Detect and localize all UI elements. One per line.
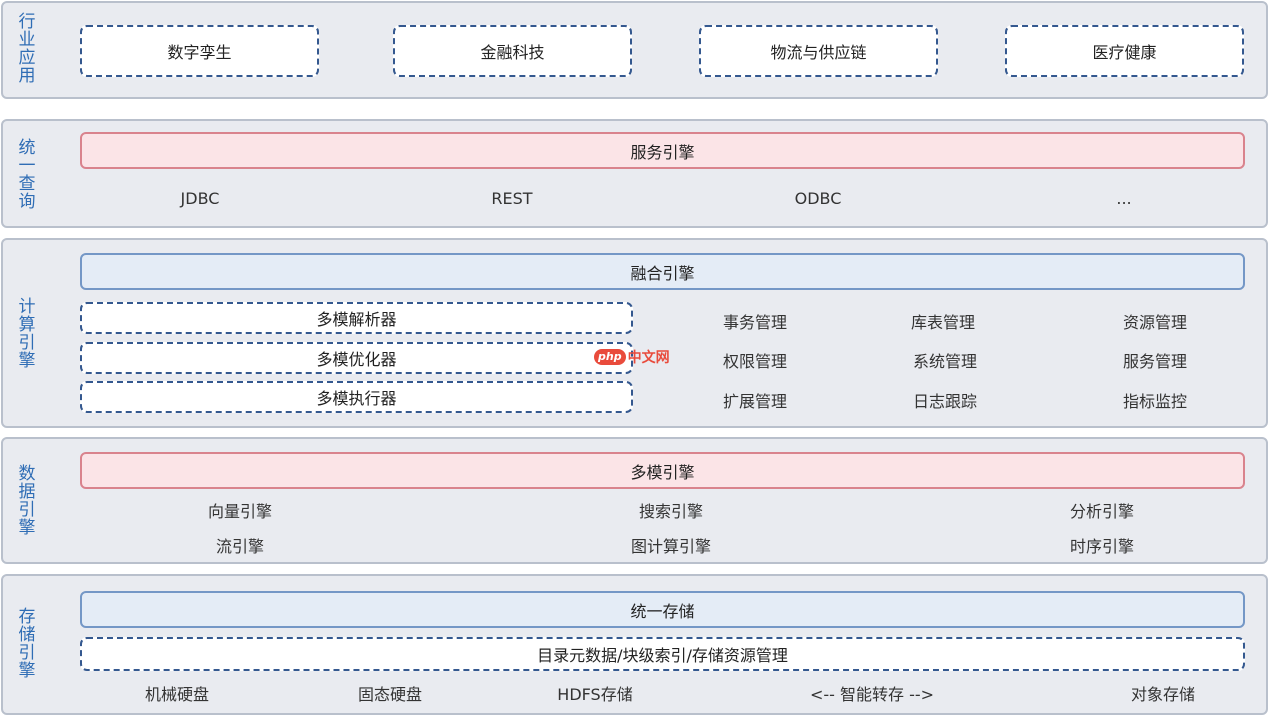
mgmt-log-trace: 日志跟踪: [912, 392, 978, 411]
app-box-healthcare: 医疗健康: [1005, 25, 1244, 77]
app-box-logistics: 物流与供应链: [699, 25, 938, 77]
layer-storage-engine: 存储引擎 统一存储 目录元数据/块级索引/存储资源管理 机械硬盘 固态硬盘 HD…: [1, 574, 1268, 715]
mgmt-extension: 扩展管理: [722, 392, 788, 411]
storage-object: 对象存储: [1130, 685, 1196, 704]
module-parser: 多模解析器: [80, 302, 633, 334]
layer-data-engine: 数据引擎 多模引擎 向量引擎 搜索引擎 分析引擎 流引擎 图计算引擎 时序引擎: [1, 437, 1268, 564]
mgmt-metrics: 指标监控: [1122, 392, 1188, 411]
query-item-more: ...: [1116, 189, 1132, 208]
fusion-engine-bar: 融合引擎: [80, 253, 1245, 290]
layer-title: 计算引擎: [18, 297, 36, 371]
multimodel-engine-bar: 多模引擎: [80, 452, 1245, 489]
layer-title: 数据引擎: [18, 464, 36, 538]
query-item-odbc: ODBC: [794, 189, 842, 208]
watermark-logo: php 中文网: [594, 347, 670, 367]
catalog-index-bar: 目录元数据/块级索引/存储资源管理: [80, 637, 1245, 671]
query-item-rest: REST: [491, 189, 533, 208]
layer-title: 统一查询: [18, 138, 36, 212]
unified-storage-bar: 统一存储: [80, 591, 1245, 628]
engine-analytics: 分析引擎: [1069, 502, 1135, 521]
module-optimizer: 多模优化器: [80, 342, 633, 374]
mgmt-system: 系统管理: [912, 352, 978, 371]
app-box-fintech: 金融科技: [393, 25, 632, 77]
storage-hdfs: HDFS存储: [557, 685, 633, 704]
query-item-jdbc: JDBC: [180, 189, 220, 208]
storage-smart-tiering: <-- 智能转存 -->: [809, 685, 935, 704]
layer-title: 存储引擎: [18, 607, 36, 681]
watermark-text: 中文网: [627, 350, 670, 366]
layer-unified-query: 统一查询 服务引擎 JDBC REST ODBC ...: [1, 119, 1268, 228]
mgmt-transaction: 事务管理: [722, 313, 788, 332]
engine-stream: 流引擎: [215, 537, 265, 556]
engine-timeseries: 时序引擎: [1069, 537, 1135, 556]
storage-ssd: 固态硬盘: [357, 685, 423, 704]
engine-vector: 向量引擎: [207, 502, 273, 521]
engine-graph: 图计算引擎: [630, 537, 712, 556]
service-engine-bar: 服务引擎: [80, 132, 1245, 169]
storage-hdd: 机械硬盘: [144, 685, 210, 704]
layer-title: 行业应用: [18, 12, 36, 86]
engine-search: 搜索引擎: [638, 502, 704, 521]
mgmt-resource: 资源管理: [1122, 313, 1188, 332]
mgmt-table: 库表管理: [910, 313, 976, 332]
watermark-brand: php: [594, 349, 626, 365]
module-executor: 多模执行器: [80, 381, 633, 413]
mgmt-service: 服务管理: [1122, 352, 1188, 371]
mgmt-permission: 权限管理: [722, 352, 788, 371]
layer-compute-engine: 计算引擎 融合引擎 多模解析器 多模优化器 多模执行器 事务管理 库表管理 资源…: [1, 238, 1268, 428]
app-box-digital-twin: 数字孪生: [80, 25, 319, 77]
layer-industry-apps: 行业应用 数字孪生 金融科技 物流与供应链 医疗健康: [1, 1, 1268, 99]
